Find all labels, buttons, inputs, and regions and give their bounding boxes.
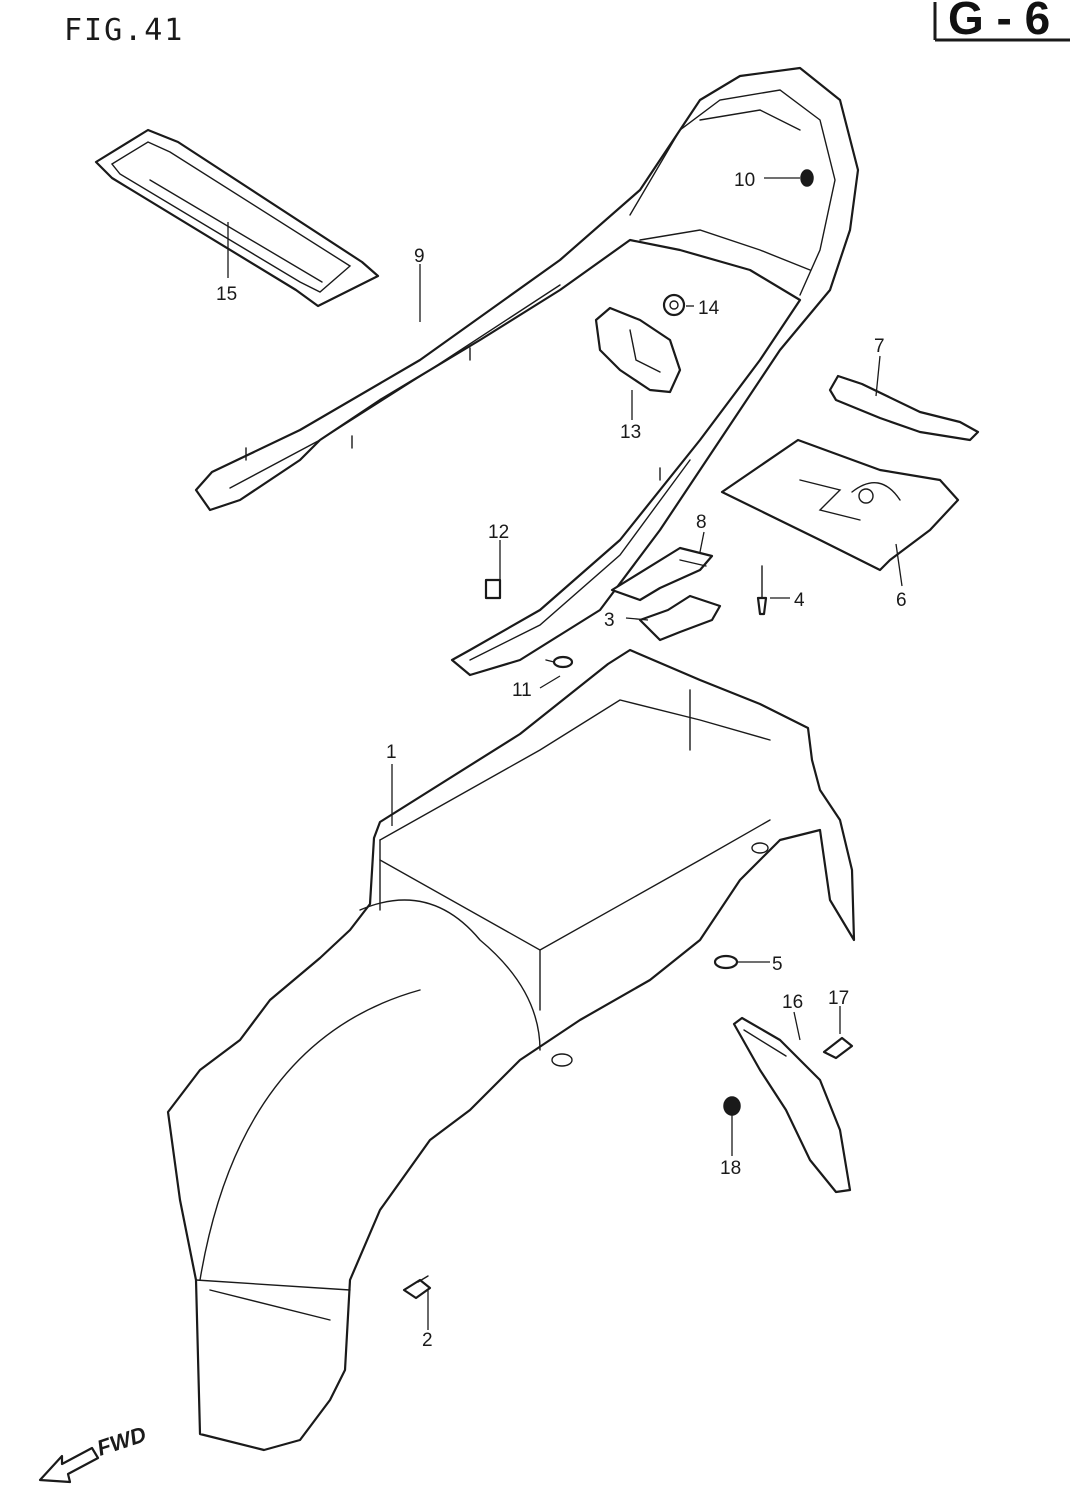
part-14-nut — [662, 293, 686, 317]
callout-numbers: 1 2 3 4 5 6 7 8 9 10 11 12 13 14 15 16 1… — [216, 170, 907, 1351]
callout-12: 12 — [488, 522, 509, 543]
part-1-fender — [166, 648, 856, 1452]
part-3-bracket — [638, 594, 722, 642]
part-8-latch — [610, 546, 714, 602]
callout-7: 7 — [874, 336, 885, 357]
forward-label: FWD — [94, 1421, 149, 1460]
callout-16: 16 — [782, 992, 803, 1013]
part-5-washer — [713, 954, 739, 970]
callout-2: 2 — [422, 1330, 433, 1351]
group-code-badge: G - 6 — [933, 0, 1070, 44]
callout-10: 10 — [734, 170, 755, 191]
group-code-text: G - 6 — [948, 0, 1050, 44]
callout-1: 1 — [386, 742, 397, 763]
part-13-bracket — [594, 306, 682, 394]
part-6-pad — [720, 438, 960, 572]
callout-4: 4 — [794, 590, 805, 611]
callout-6: 6 — [896, 590, 907, 611]
part-9-frame-cover — [194, 66, 860, 677]
part-18-nut — [723, 1096, 741, 1116]
part-2-bolt — [402, 1275, 432, 1300]
leader-lines — [227, 177, 903, 1330]
callout-11: 11 — [512, 680, 532, 701]
callout-5: 5 — [772, 954, 783, 975]
callout-15: 15 — [216, 284, 237, 305]
part-12-clip — [484, 578, 502, 600]
callout-8: 8 — [696, 512, 707, 533]
callout-18: 18 — [720, 1158, 741, 1179]
callout-3: 3 — [604, 610, 615, 631]
part-10-screw — [800, 169, 814, 187]
callout-9: 9 — [414, 246, 425, 267]
part-11-screw — [545, 655, 574, 669]
callout-13: 13 — [620, 422, 641, 443]
part-16-side-cover — [732, 1016, 852, 1194]
forward-arrow-icon — [38, 1446, 100, 1484]
part-7-trim — [828, 374, 980, 442]
callout-17: 17 — [828, 988, 849, 1009]
forward-direction-indicator: FWD — [38, 1421, 149, 1484]
figure-label: FIG.41 — [64, 13, 184, 48]
part-15-strap — [94, 128, 380, 308]
part-17-bolt — [822, 1036, 854, 1060]
part-4-rivet — [756, 565, 768, 616]
callout-14: 14 — [698, 298, 720, 319]
